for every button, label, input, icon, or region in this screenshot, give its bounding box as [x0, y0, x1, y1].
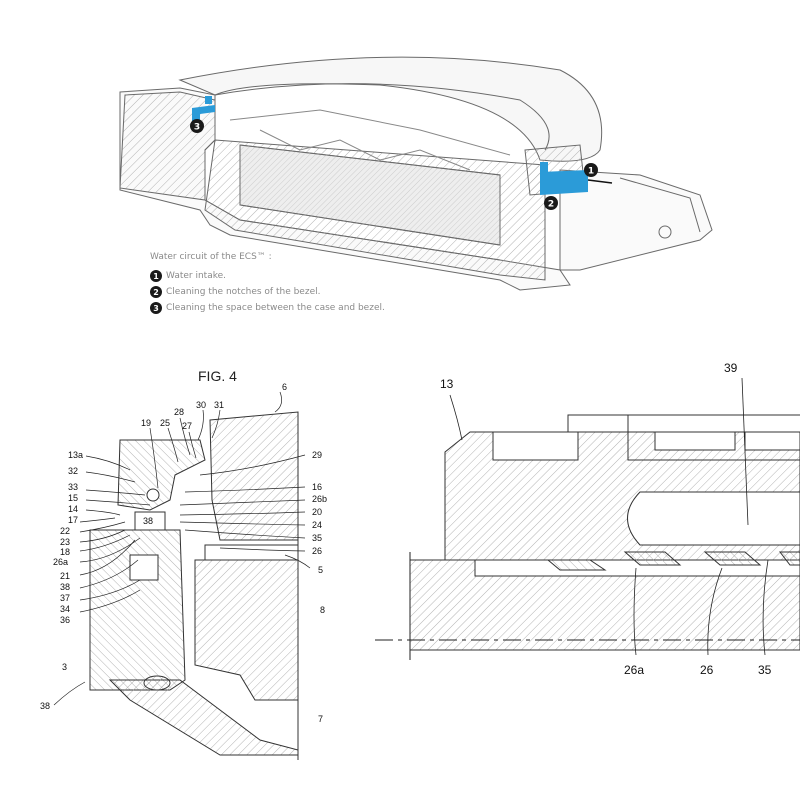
label-26: 26 — [312, 546, 322, 556]
detail-labels: 13 39 26a 26 35 — [440, 361, 772, 677]
label-17: 17 — [68, 515, 78, 525]
label-14: 14 — [68, 504, 78, 514]
svg-text:2: 2 — [548, 200, 554, 210]
label-20: 20 — [312, 507, 322, 517]
watch-cutaway-illustration — [119, 56, 713, 291]
legend-item: 2 Cleaning the notches of the bezel. — [150, 284, 385, 300]
fig4-section-drawing — [89, 411, 299, 760]
label-6: 6 — [282, 382, 287, 392]
fig4-leader-lines — [53, 391, 311, 706]
legend-item: 1 Water intake. — [150, 268, 385, 284]
label-27: 27 — [182, 421, 192, 431]
label-29: 29 — [312, 450, 322, 460]
label-38-c: 38 — [40, 701, 50, 711]
legend-text: Cleaning the space between the case and … — [166, 303, 385, 313]
label-38-a: 38 — [60, 582, 70, 592]
label-35-detail: 35 — [758, 663, 772, 677]
label-28: 28 — [174, 407, 184, 417]
figure-title: FIG. 4 — [198, 368, 237, 384]
label-5: 5 — [318, 565, 323, 575]
label-25: 25 — [160, 418, 170, 428]
label-32: 32 — [68, 466, 78, 476]
label-21: 21 — [60, 571, 70, 581]
label-33: 33 — [68, 482, 78, 492]
label-13a: 13a — [68, 450, 83, 460]
legend-number-2: 2 — [150, 286, 162, 298]
callout-2: 2 — [544, 196, 558, 210]
svg-text:1: 1 — [588, 167, 594, 177]
legend-text: Cleaning the notches of the bezel. — [166, 287, 321, 297]
label-15: 15 — [68, 493, 78, 503]
label-39: 39 — [724, 361, 738, 375]
label-18: 18 — [60, 547, 70, 557]
label-24: 24 — [312, 520, 322, 530]
label-26a: 26a — [53, 557, 68, 567]
legend-number-3: 3 — [150, 302, 162, 314]
label-30: 30 — [196, 400, 206, 410]
fig4-labels: 6 30 31 28 19 25 27 29 13a 32 33 15 14 1… — [40, 382, 327, 724]
legend-number-1: 1 — [150, 270, 162, 282]
legend-text: Water intake. — [166, 271, 227, 281]
callout-1: 1 — [584, 163, 598, 177]
label-37: 37 — [60, 593, 70, 603]
water-circuit-legend: Water circuit of the ECS™ : 1 Water inta… — [150, 252, 385, 316]
label-13: 13 — [440, 377, 454, 391]
label-23: 23 — [60, 537, 70, 547]
water-path-right — [540, 162, 613, 195]
label-26b: 26b — [312, 494, 327, 504]
callout-3: 3 — [190, 119, 204, 133]
label-34: 34 — [60, 604, 70, 614]
label-22: 22 — [60, 526, 70, 536]
label-16: 16 — [312, 482, 322, 492]
label-3: 3 — [62, 662, 67, 672]
label-8: 8 — [320, 605, 325, 615]
label-36: 36 — [60, 615, 70, 625]
label-31: 31 — [214, 400, 224, 410]
legend-item: 3 Cleaning the space between the case an… — [150, 300, 385, 316]
label-19: 19 — [141, 418, 151, 428]
label-38-box: 38 — [143, 516, 153, 526]
detail-section-drawing — [409, 414, 800, 651]
legend-title: Water circuit of the ECS™ : — [150, 252, 272, 262]
detail-leader-lines — [449, 377, 769, 656]
label-26a-detail: 26a — [624, 663, 644, 677]
label-35: 35 — [312, 533, 322, 543]
label-26-detail: 26 — [700, 663, 714, 677]
svg-text:3: 3 — [194, 123, 200, 133]
label-7: 7 — [318, 714, 323, 724]
